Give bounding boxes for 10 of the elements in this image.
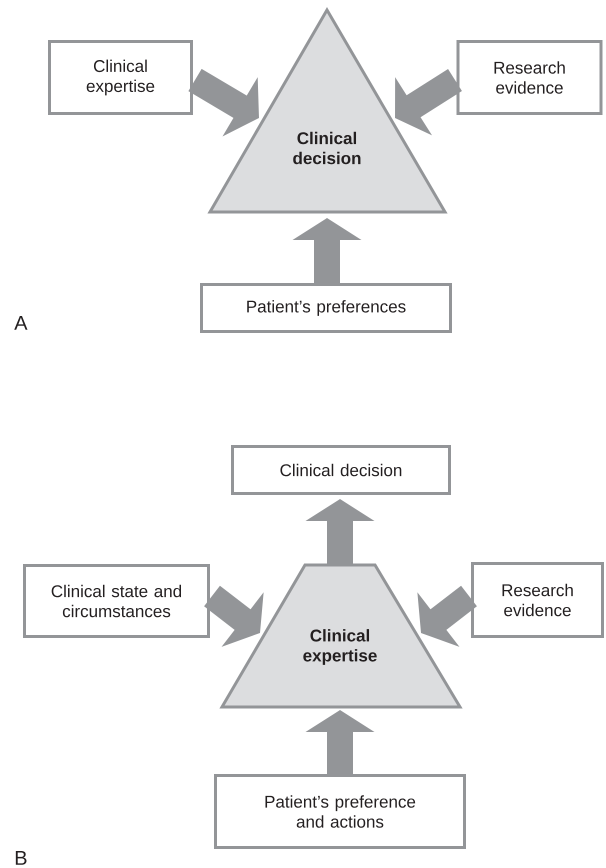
panel-label: A xyxy=(14,316,28,330)
block-arrow xyxy=(395,69,462,136)
text-box: Clinical expertise xyxy=(48,40,193,115)
text-box: Patient’s preferences xyxy=(200,283,452,333)
text-box: Patient’s preference and actions xyxy=(214,774,466,849)
panel-label: B xyxy=(16,851,26,865)
text-box: Clinical decision xyxy=(231,445,451,495)
text-box: Clinical state and circumstances xyxy=(23,564,210,638)
text-box: Research evidence xyxy=(456,40,602,115)
text-box: Research evidence xyxy=(471,562,604,638)
